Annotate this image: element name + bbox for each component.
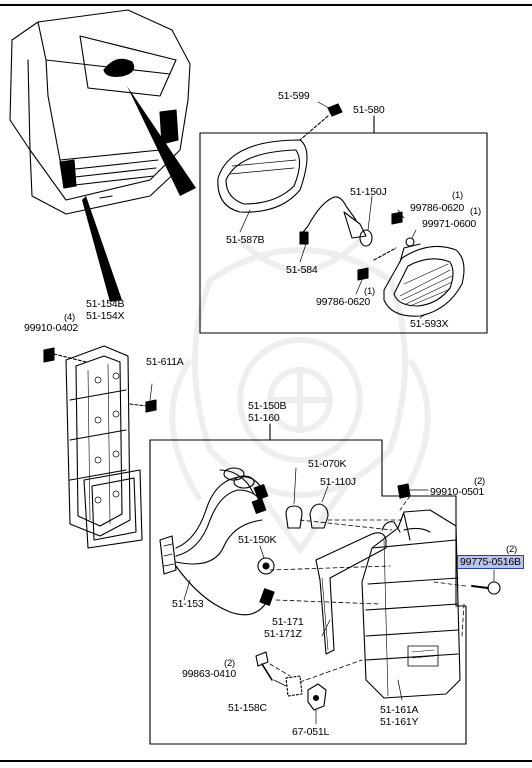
label-99786-0620-a[interactable]: 99786-0620 <box>410 202 465 214</box>
label-99910-0402[interactable]: 99910-0402 <box>24 322 79 334</box>
label-51-171z[interactable]: 51-171Z <box>264 628 302 640</box>
label-51-150k[interactable]: 51-150K <box>238 534 277 546</box>
watermark-crest-icon <box>169 237 431 556</box>
label-51-161a[interactable]: 51-161A <box>380 704 419 716</box>
top-rule <box>0 4 532 6</box>
label-51-153[interactable]: 51-153 <box>172 598 204 610</box>
qty-99910-0402: (4) <box>64 312 76 323</box>
label-51-580[interactable]: 51-580 <box>353 104 385 116</box>
qty-99971-0600: (1) <box>470 206 482 217</box>
label-51-158c[interactable]: 51-158C <box>228 702 267 714</box>
label-51-587b[interactable]: 51-587B <box>226 234 265 246</box>
label-99971-0600[interactable]: 99971-0600 <box>422 218 477 230</box>
qty-99786-0620-b: (1) <box>364 286 376 297</box>
label-51-160[interactable]: 51-160 <box>248 412 280 424</box>
label-51-154x[interactable]: 51-154X <box>86 310 125 322</box>
label-51-171[interactable]: 51-171 <box>272 616 304 628</box>
label-51-584[interactable]: 51-584 <box>286 264 318 276</box>
label-51-611a[interactable]: 51-611A <box>146 356 184 368</box>
label-67-051l[interactable]: 67-051L <box>292 726 330 738</box>
label-51-161y[interactable]: 51-161Y <box>380 716 419 728</box>
qty-99863-0410: (2) <box>224 658 236 669</box>
label-99863-0410[interactable]: 99863-0410 <box>182 668 237 680</box>
van-rear-view <box>9 9 191 215</box>
label-99910-0501[interactable]: 99910-0501 <box>430 486 485 498</box>
label-99775-0516b-highlighted[interactable]: 99775-0516B <box>457 555 524 569</box>
bottom-rule <box>0 760 532 762</box>
label-51-593x[interactable]: 51-593X <box>410 318 449 330</box>
label-51-154b[interactable]: 51-154B <box>86 298 125 310</box>
qty-99786-0620-a: (1) <box>452 190 464 201</box>
qty-99775-0516b: (2) <box>506 544 518 555</box>
label-51-070k[interactable]: 51-070K <box>308 458 347 470</box>
label-99786-0620-b[interactable]: 99786-0620 <box>316 296 371 308</box>
label-51-150j[interactable]: 51-150J <box>350 186 387 198</box>
label-51-599[interactable]: 51-599 <box>278 90 310 102</box>
label-51-110j[interactable]: 51-110J <box>320 476 356 488</box>
qty-99910-0501: (2) <box>474 476 486 487</box>
label-51-150b[interactable]: 51-150B <box>248 400 287 412</box>
